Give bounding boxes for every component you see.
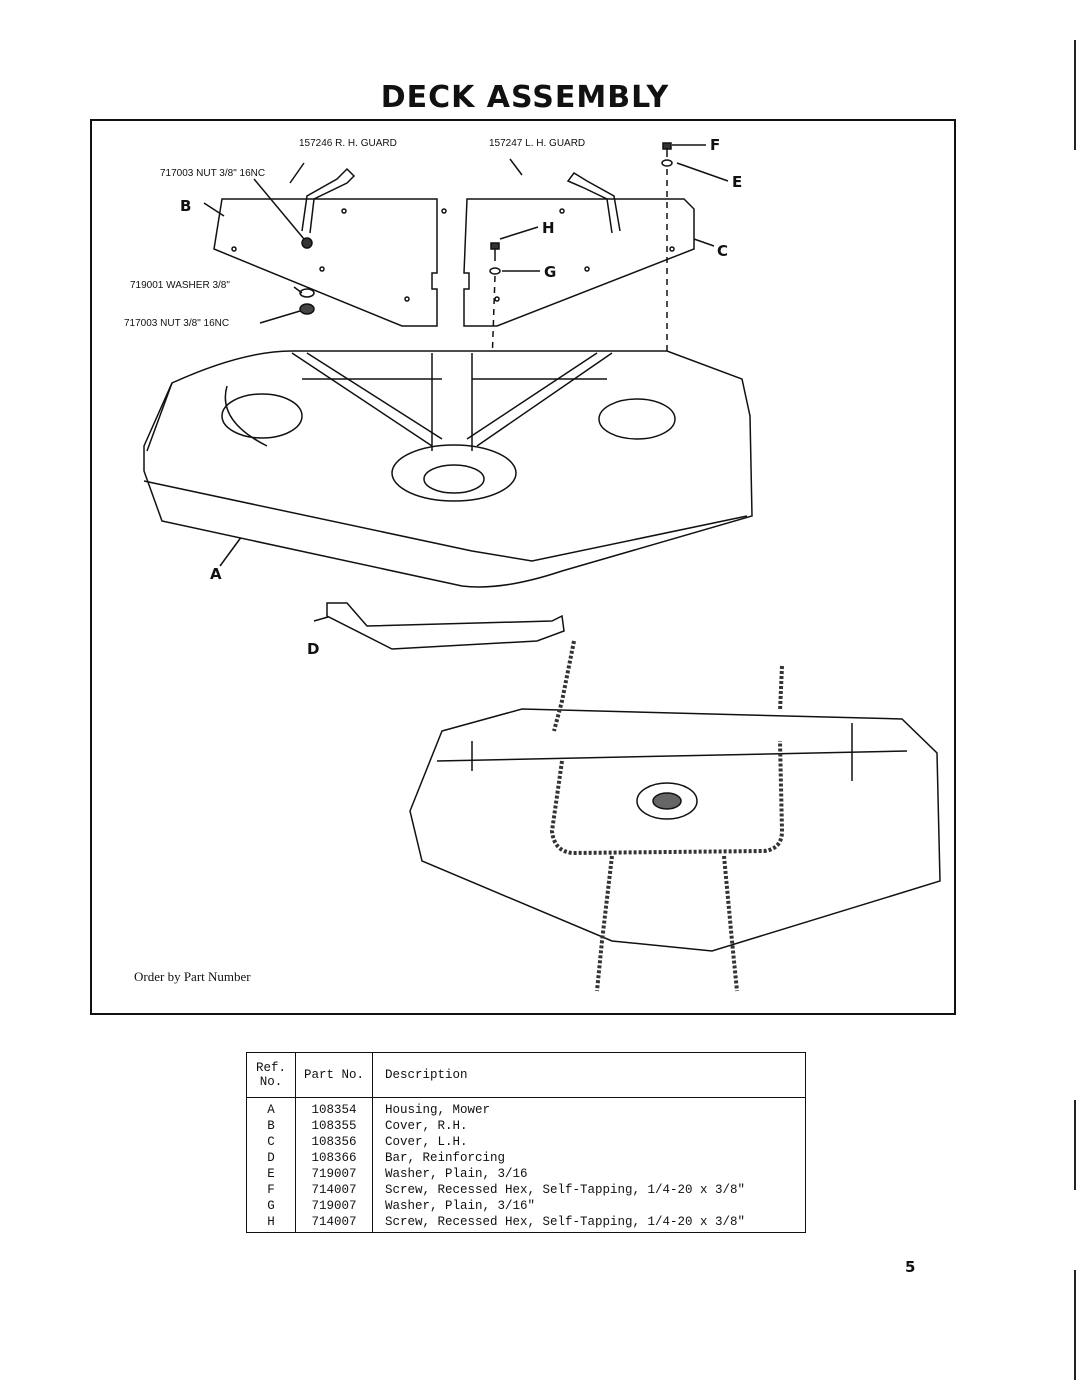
cell-part: 108356 <box>295 1134 373 1150</box>
cell-desc: Cover, L.H. <box>385 1135 468 1149</box>
scan-edge-mark <box>1074 1100 1076 1190</box>
cell-part: 108354 <box>295 1097 373 1118</box>
exploded-diagram: 157246 R. H. GUARD 157247 L. H. GUARD 71… <box>90 119 956 1015</box>
rh-guard <box>301 167 356 234</box>
cell-ref: D <box>246 1150 296 1166</box>
cell-ref: C <box>246 1134 296 1150</box>
ref-e: E <box>732 173 742 191</box>
cell-ref: E <box>246 1166 296 1182</box>
cell-desc: Screw, Recessed Hex, Self-Tapping, 1/4-2… <box>385 1215 746 1229</box>
cell-part: 108355 <box>295 1118 373 1134</box>
cell-ref: A <box>246 1097 296 1118</box>
cell-desc: Housing, Mower <box>385 1103 491 1117</box>
deck-assembly-drawing: 157246 R. H. GUARD 157247 L. H. GUARD 71… <box>124 136 941 992</box>
ref-f: F <box>710 136 720 154</box>
ref-a: A <box>210 565 222 583</box>
lh-cover <box>463 198 695 327</box>
cell-desc: Washer, Plain, 3/16 <box>385 1167 528 1181</box>
order-note: Order by Part Number <box>134 969 251 984</box>
callout-washer: 719001 WASHER 3/8" <box>130 280 230 291</box>
cell-part: 714007 <box>295 1182 373 1198</box>
cell-part: 719007 <box>295 1198 373 1214</box>
callout-lh-guard: 157247 L. H. GUARD <box>489 138 585 149</box>
cell-part: 714007 <box>295 1214 373 1233</box>
cell-desc: Washer, Plain, 3/16" <box>385 1199 536 1213</box>
cell-desc: Screw, Recessed Hex, Self-Tapping, 1/4-2… <box>385 1183 746 1197</box>
ref-b: B <box>180 197 191 215</box>
header-part: Part No. <box>295 1052 373 1098</box>
cell-ref: F <box>246 1182 296 1198</box>
page-title: DECK ASSEMBLY <box>380 80 670 115</box>
cell-ref: B <box>246 1118 296 1134</box>
ref-h: H <box>542 219 555 237</box>
reinforcing-bar <box>326 602 565 650</box>
cell-desc: Cover, R.H. <box>385 1119 468 1133</box>
callout-nut-top: 717003 NUT 3/8" 16NC <box>160 168 265 179</box>
scan-edge-mark <box>1074 40 1076 150</box>
cell-part: 108366 <box>295 1150 373 1166</box>
rh-cover <box>213 198 438 327</box>
cell-ref: H <box>246 1214 296 1233</box>
header-description: Description <box>372 1052 806 1098</box>
cell-part: 719007 <box>295 1166 373 1182</box>
ref-c: C <box>717 242 728 260</box>
callout-rh-guard: 157246 R. H. GUARD <box>299 138 397 149</box>
page-number: 5 <box>905 1258 916 1276</box>
ref-d: D <box>307 640 319 658</box>
callout-nut-bottom: 717003 NUT 3/8" 16NC <box>124 318 229 329</box>
mower-housing <box>143 350 753 588</box>
cell-ref: G <box>246 1198 296 1214</box>
cell-desc: Bar, Reinforcing <box>385 1151 506 1165</box>
scan-edge-mark <box>1074 1270 1076 1380</box>
deck-underside-view <box>409 708 941 952</box>
header-ref: Ref. No. <box>246 1052 296 1098</box>
lh-guard <box>566 172 621 234</box>
ref-g: G <box>544 263 556 281</box>
